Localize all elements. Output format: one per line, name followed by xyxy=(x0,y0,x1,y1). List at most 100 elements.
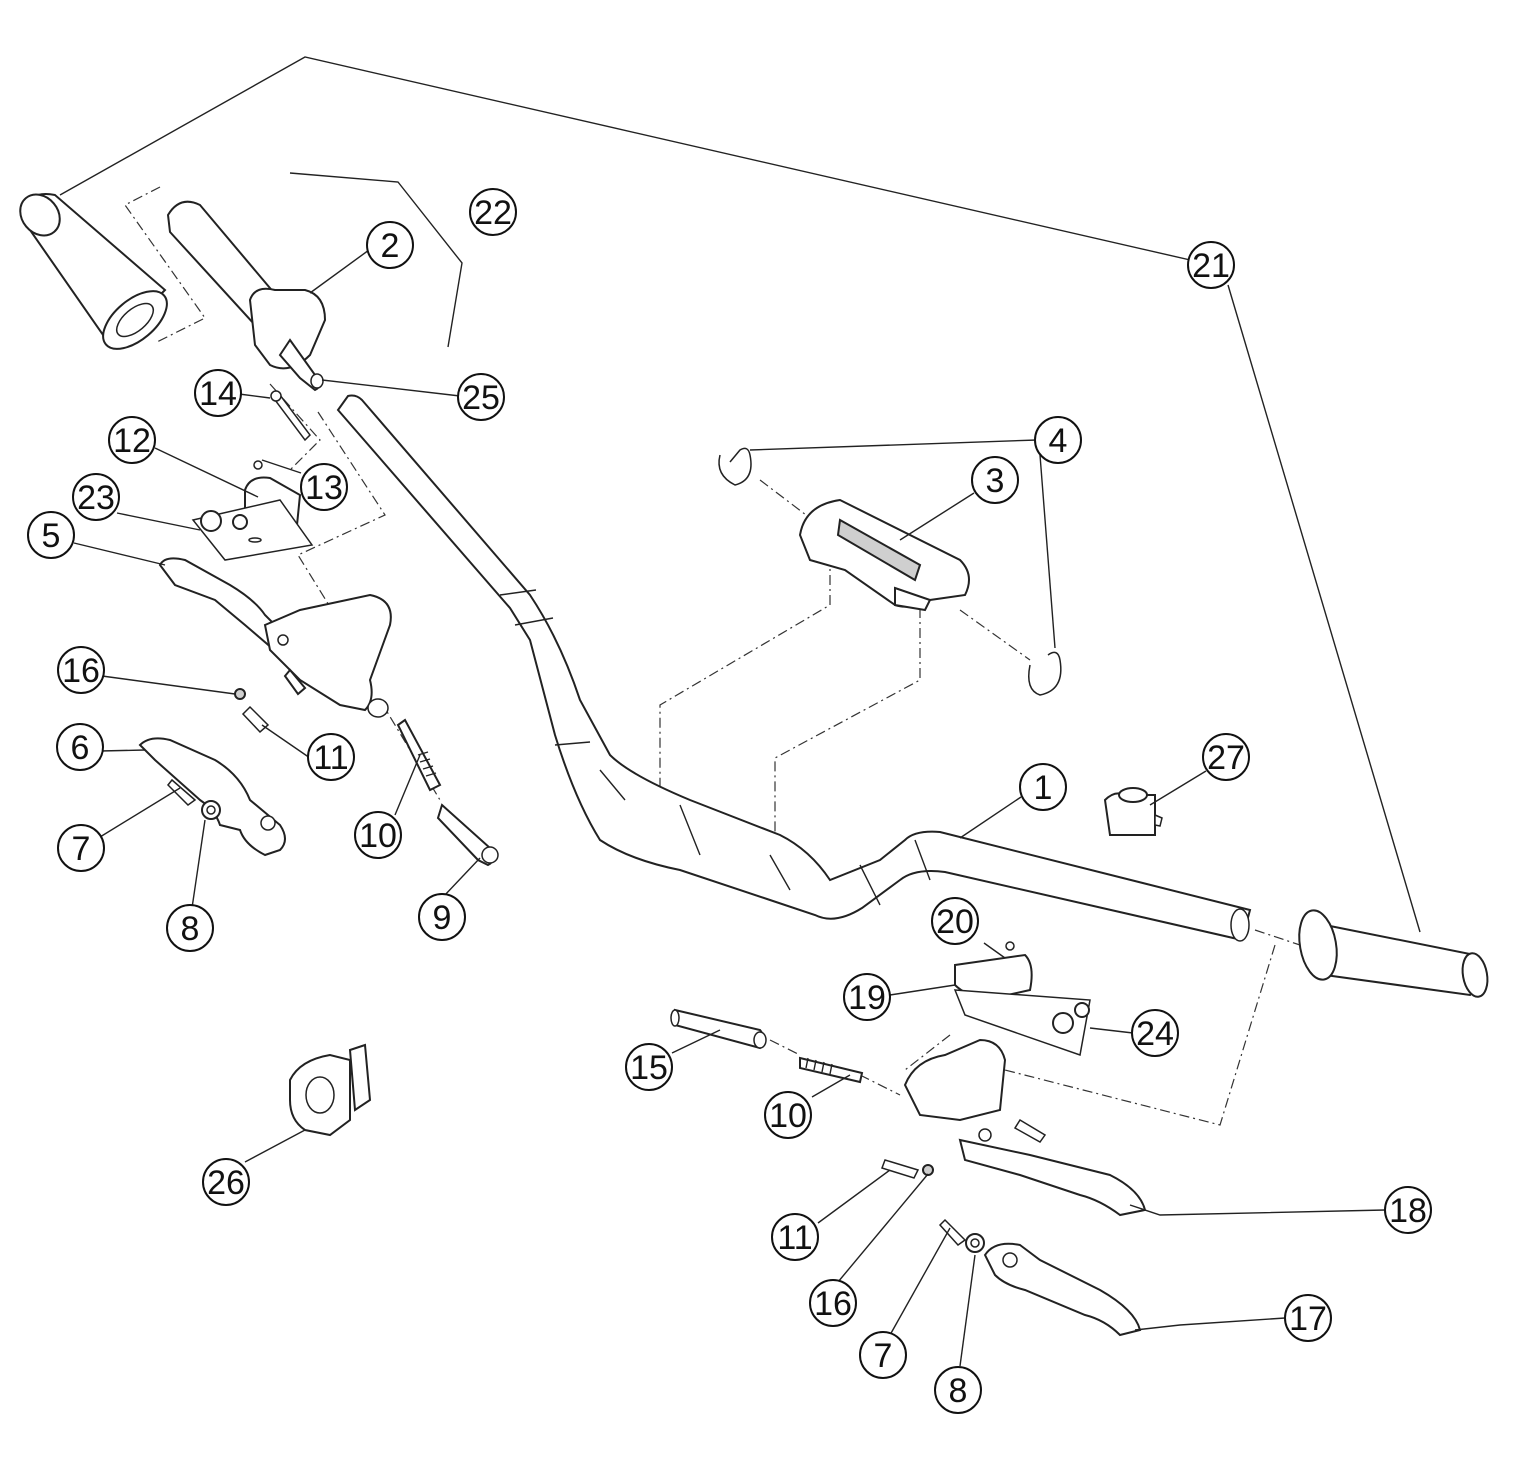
callout-circle xyxy=(809,1279,857,1327)
bushing-right xyxy=(965,1233,985,1253)
callout-circle xyxy=(418,893,466,941)
callout-number: 26 xyxy=(207,1164,245,1202)
callout-circle xyxy=(469,188,517,236)
callout-circle xyxy=(1034,416,1082,464)
pivot-bolt-left xyxy=(166,778,197,806)
callout-number: 3 xyxy=(986,462,1005,500)
callout-6: 6 xyxy=(56,723,104,771)
callout-number: 7 xyxy=(874,1337,893,1375)
callout-number: 5 xyxy=(42,517,61,555)
assembly-lines xyxy=(124,186,1301,1126)
callout-number: 9 xyxy=(433,899,452,937)
callout-25: 25 xyxy=(457,373,505,421)
right-master-cylinder xyxy=(903,1038,1147,1217)
callout-24: 24 xyxy=(1131,1009,1179,1057)
callout-14: 14 xyxy=(194,369,242,417)
callout-number: 23 xyxy=(77,479,115,517)
callout-circle xyxy=(1384,1186,1432,1234)
callout-number: 24 xyxy=(1136,1015,1174,1053)
callout-number: 15 xyxy=(630,1049,668,1087)
cable-tie-upper xyxy=(718,447,752,486)
callout-5: 5 xyxy=(27,511,75,559)
switch-26 xyxy=(289,1043,372,1137)
callout-number: 11 xyxy=(313,739,348,777)
callout-circle xyxy=(202,1158,250,1206)
callout-number: 16 xyxy=(62,652,100,690)
callout-circle xyxy=(354,811,402,859)
callout-1: 1 xyxy=(1019,763,1067,811)
left-grip xyxy=(19,193,168,350)
bolt-right xyxy=(881,1159,920,1179)
callout-circle xyxy=(859,1331,907,1379)
callout-number: 8 xyxy=(181,910,200,948)
callout-circle xyxy=(300,463,348,511)
callout-number: 18 xyxy=(1389,1192,1427,1230)
callout-number: 4 xyxy=(1049,422,1068,460)
callout-16: 16 xyxy=(809,1279,857,1327)
callout-21: 21 xyxy=(1187,241,1235,289)
callout-number: 2 xyxy=(381,227,400,265)
callout-circle xyxy=(625,1043,673,1091)
right-grip xyxy=(1298,909,1489,998)
callout-number: 27 xyxy=(1207,739,1245,777)
callout-10: 10 xyxy=(764,1091,812,1139)
callout-circle xyxy=(56,723,104,771)
callout-18: 18 xyxy=(1384,1186,1432,1234)
callout-17: 17 xyxy=(1284,1294,1332,1342)
callout-number: 20 xyxy=(936,903,974,941)
callout-number: 12 xyxy=(113,422,151,460)
sleeve-left xyxy=(436,803,499,867)
callout-circle xyxy=(1187,241,1235,289)
callout-number: 8 xyxy=(949,1372,968,1410)
callout-4: 4 xyxy=(1034,416,1082,464)
callout-circle xyxy=(366,221,414,269)
callout-number: 17 xyxy=(1289,1300,1327,1338)
callout-circle xyxy=(1019,763,1067,811)
callout-16: 16 xyxy=(57,646,105,694)
callout-circle xyxy=(1131,1009,1179,1057)
callout-12: 12 xyxy=(108,416,156,464)
callout-circle xyxy=(764,1091,812,1139)
cable-tie-lower xyxy=(1028,651,1062,696)
callout-circle xyxy=(457,373,505,421)
callout-number: 19 xyxy=(848,979,886,1017)
callout-number: 16 xyxy=(814,1285,852,1323)
callout-number: 21 xyxy=(1192,247,1230,285)
callout-circle xyxy=(971,456,1019,504)
callout-22: 22 xyxy=(469,188,517,236)
callout-number: 25 xyxy=(462,379,500,417)
throttle-assembly xyxy=(166,200,327,392)
sleeve-right xyxy=(670,1008,767,1050)
callout-8: 8 xyxy=(166,904,214,952)
callout-3: 3 xyxy=(971,456,1019,504)
callout-19: 19 xyxy=(843,973,891,1021)
callout-circle xyxy=(108,416,156,464)
nut-left xyxy=(234,688,246,700)
callout-number: 13 xyxy=(305,469,343,507)
callout-10: 10 xyxy=(354,811,402,859)
callout-circle xyxy=(194,369,242,417)
callout-number: 14 xyxy=(199,375,237,413)
callout-20: 20 xyxy=(931,897,979,945)
left-lever xyxy=(138,737,286,857)
nut-right xyxy=(922,1164,934,1176)
callout-9: 9 xyxy=(418,893,466,941)
callout-circle xyxy=(931,897,979,945)
callout-23: 23 xyxy=(72,473,120,521)
pin-14 xyxy=(270,390,311,442)
callout-number: 22 xyxy=(474,194,512,232)
push-rod-right xyxy=(799,1056,864,1084)
callout-number: 6 xyxy=(71,729,90,767)
callout-27: 27 xyxy=(1202,733,1250,781)
callout-26: 26 xyxy=(202,1158,250,1206)
callout-7: 7 xyxy=(859,1331,907,1379)
switch-27 xyxy=(1103,787,1163,836)
service-kit-left xyxy=(191,499,314,561)
leader-lines xyxy=(59,56,1421,1367)
callout-circle xyxy=(843,973,891,1021)
callout-circle xyxy=(307,733,355,781)
callout-circle xyxy=(166,904,214,952)
callout-number: 11 xyxy=(777,1219,812,1257)
callout-8: 8 xyxy=(934,1366,982,1414)
bar-clamp xyxy=(798,498,970,612)
